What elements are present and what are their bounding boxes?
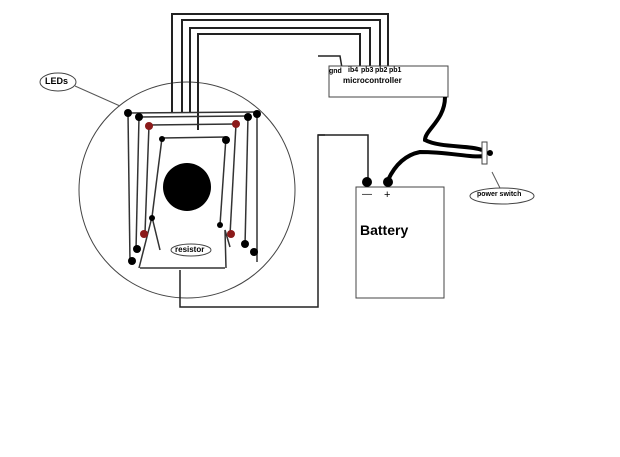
led-dots <box>124 109 261 265</box>
led-wiring <box>127 111 258 269</box>
resistor-label: resistor <box>175 245 205 254</box>
center-hole <box>163 163 211 211</box>
ground-wire <box>179 134 325 308</box>
battery-box <box>355 186 445 299</box>
leds-arrow <box>74 85 121 107</box>
power-switch-arrow <box>491 171 501 189</box>
pin-pb3-label: pb3 <box>361 67 374 74</box>
microcontroller-box <box>328 65 449 98</box>
battery-minus-label: — <box>362 189 372 200</box>
gnd-label: gnd <box>329 68 342 75</box>
pin-pb2-label: pb2 <box>375 67 388 74</box>
power-switch-callout <box>469 187 535 205</box>
power-switch-label: power switch <box>477 191 522 198</box>
microcontroller-label: microcontroller <box>343 76 402 85</box>
pin-ib4-label: ib4 <box>348 67 359 74</box>
leds-callout <box>39 72 77 92</box>
battery-wire <box>386 149 486 181</box>
battery-terminal-negative <box>362 177 372 187</box>
pin-pb1-label: pb1 <box>389 67 402 74</box>
battery-terminal-positive <box>383 177 393 187</box>
leds-label: LEDs <box>45 76 69 86</box>
battery-plus-label: + <box>384 189 391 201</box>
pin-wires <box>171 13 389 130</box>
switch-wire <box>422 96 483 152</box>
board-outline <box>78 81 296 299</box>
power-switch <box>481 141 488 165</box>
resistor-callout <box>170 243 212 257</box>
battery-label: Battery <box>360 222 409 238</box>
